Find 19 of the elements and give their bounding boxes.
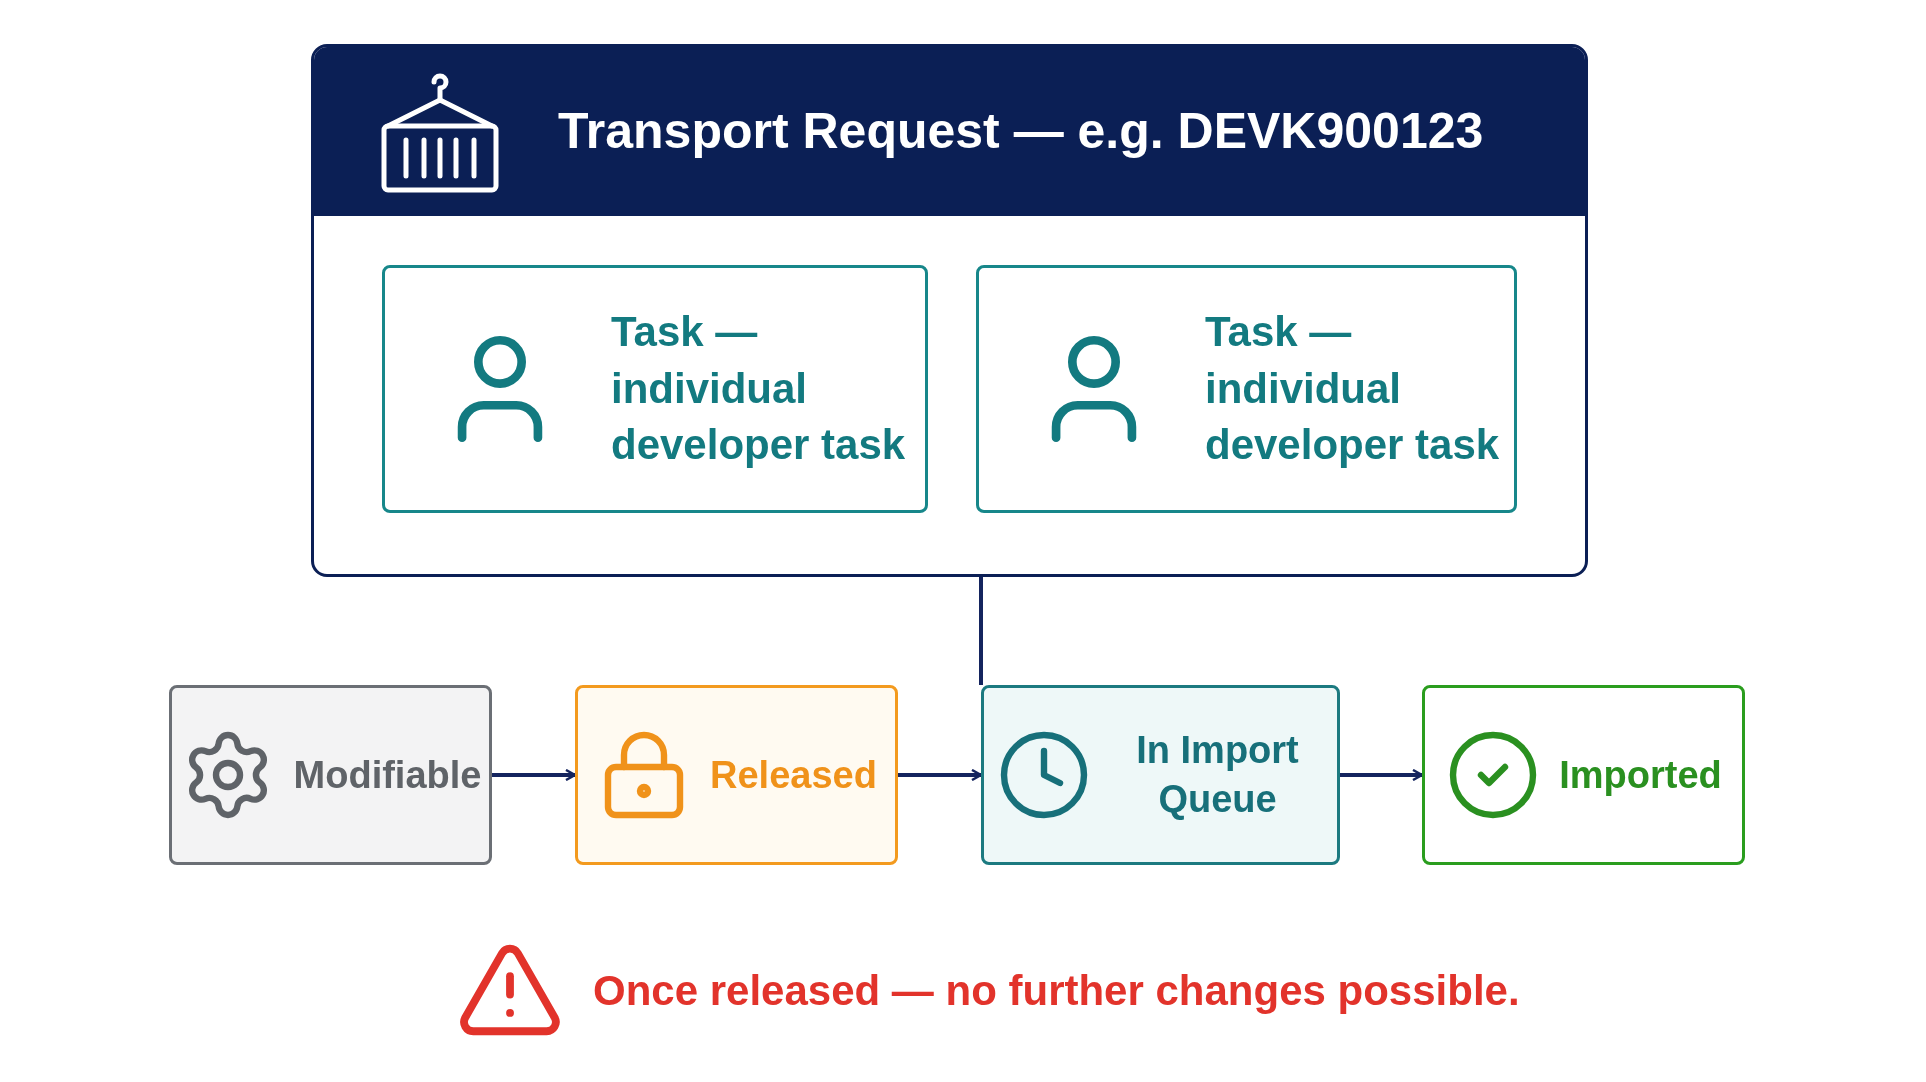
container-box	[311, 44, 1588, 577]
status-box	[169, 685, 492, 865]
connector-line	[979, 577, 983, 685]
arrow	[898, 768, 983, 782]
task-text: Task — individual developer task	[611, 306, 907, 471]
warning-note: Once released — no further changes possible.	[593, 965, 1520, 1016]
status-label: Released	[710, 752, 877, 798]
arrow	[492, 768, 577, 782]
status-label: Imported	[1559, 752, 1722, 798]
title-text: Transport Request — e.g. DEVK900123	[558, 102, 1484, 161]
task-card	[976, 265, 1517, 513]
status-box	[981, 685, 1340, 865]
status-box	[575, 685, 898, 865]
status-box	[1422, 685, 1745, 865]
task-card	[382, 265, 928, 513]
status-label: Modifiable	[293, 752, 482, 798]
task-text: Task — individual developer task	[1205, 306, 1501, 471]
status-label: In Import Queue	[1135, 727, 1300, 822]
arrow	[1340, 768, 1424, 782]
